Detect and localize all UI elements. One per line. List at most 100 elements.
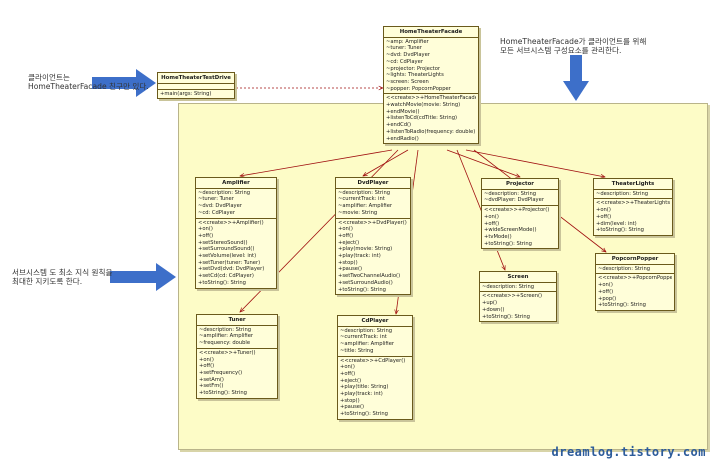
class-operation: <<create>>+DvdPlayer() <box>338 219 407 226</box>
attribute-compartment: ~description: String~amplifier: Amplifie… <box>197 326 277 349</box>
class-operation: <<create>>+TheaterLights() <box>596 200 670 207</box>
class-operation: <<create>>+Amplifier() <box>198 219 264 226</box>
class-operation: +play(track: int) <box>338 253 381 260</box>
class-operation: +setFm() <box>199 383 224 390</box>
class-operation: <<create>>+Screen() <box>482 293 543 300</box>
operation-compartment: <<create>>+Screen()+up()+down()+toString… <box>480 292 556 321</box>
class-attribute: ~popper: PopcornPopper <box>386 85 451 92</box>
class-operation: +eject() <box>338 239 360 246</box>
class-tuner[interactable]: Tuner~description: String~amplifier: Amp… <box>196 314 278 399</box>
class-operation: +toString(): String <box>340 411 388 418</box>
class-operation: +setAm() <box>199 376 224 383</box>
subsystem-note: 서브시스템 도 최소 지식 원칙을 최대한 지키도록 한다. <box>12 268 113 286</box>
class-operation: +on() <box>484 213 499 220</box>
class-attribute: ~amplifier: Amplifier <box>199 333 254 340</box>
class-attribute: ~description: String <box>598 265 651 272</box>
class-operation: +setTwoChannelAudio() <box>338 273 401 280</box>
class-hometheatertestdrive[interactable]: HomeTheaterTestDrive +main(args: String) <box>157 72 235 100</box>
class-operation: +pause() <box>338 266 363 273</box>
class-name: Amplifier <box>196 178 276 189</box>
class-attribute: ~tuner: Tuner <box>198 196 234 203</box>
class-operation: +toString(): String <box>484 240 532 247</box>
class-attribute: ~tuner: Tuner <box>386 45 422 52</box>
link-lights <box>465 149 605 177</box>
class-operation: +listenToCd(cdTitle: String) <box>386 115 458 122</box>
class-operation: <<create>>+Projector() <box>484 207 550 214</box>
operation-compartment: <<create>>+Tuner()+on()+off()+setFrequen… <box>197 349 277 398</box>
class-attribute: ~dvd: DvdPlayer <box>386 52 430 59</box>
class-operation: +endMovie() <box>386 108 420 115</box>
class-operation: +off() <box>340 370 356 377</box>
class-attribute: ~projector: Projector <box>386 65 441 72</box>
class-operation: +play(movie: String) <box>338 246 393 253</box>
class-operation: +off() <box>598 288 614 295</box>
class-attribute: ~description: String <box>338 189 391 196</box>
class-attribute: ~frequency: double <box>199 340 251 347</box>
class-attribute: ~movie: String <box>338 209 378 216</box>
class-operation: +toString(): String <box>199 390 247 397</box>
class-operation: +stop() <box>340 397 360 404</box>
class-attribute: ~description: String <box>484 190 537 197</box>
subsystem-note-arrow <box>110 263 176 291</box>
class-theaterlights[interactable]: TheaterLights~description: String <<creat… <box>593 178 673 236</box>
class-operation: <<create>>+PopcornPopper() <box>598 275 672 282</box>
attribute-compartment: ~description: String <box>596 265 674 275</box>
link-dvd <box>363 149 409 176</box>
class-dvdplayer[interactable]: DvdPlayer~description: String~currentTra… <box>335 177 411 296</box>
class-hometheaterfacade[interactable]: HomeTheaterFacade~amp: Amplifier~tuner: … <box>383 26 479 145</box>
class-operation: +off() <box>596 213 612 220</box>
class-amplifier[interactable]: Amplifier~description: String~tuner: Tun… <box>195 177 277 289</box>
class-popcornpopper[interactable]: PopcornPopper~description: String <<creat… <box>595 253 675 311</box>
operation-compartment: +main(args: String) <box>158 90 234 99</box>
link-projector <box>446 149 520 177</box>
class-attribute: ~description: String <box>340 327 393 334</box>
class-operation: +play(title: String) <box>340 384 389 391</box>
class-name: PopcornPopper <box>596 254 674 265</box>
operation-compartment: <<create>>+Projector()+on()+off()+wideSc… <box>482 206 558 248</box>
class-operation: +on() <box>338 226 353 233</box>
class-operation: +pause() <box>340 404 365 411</box>
class-name: CdPlayer <box>338 316 412 327</box>
attribute-compartment: ~description: String~tuner: Tuner~dvd: D… <box>196 189 276 219</box>
class-attribute: ~cd: CdPlayer <box>198 209 235 216</box>
class-attribute: ~description: String <box>199 326 252 333</box>
class-attribute: ~title: String <box>340 347 374 354</box>
class-attribute: ~amplifier: Amplifier <box>340 341 395 348</box>
class-attribute: ~cd: CdPlayer <box>386 58 423 65</box>
class-attribute: ~amp: Amplifier <box>386 38 429 45</box>
class-projector[interactable]: Projector~description: String~dvdPlayer:… <box>481 178 559 250</box>
class-operation: +setVolume(level: int) <box>198 253 257 260</box>
class-attribute: ~screen: Screen <box>386 78 429 85</box>
class-name: HomeTheaterTestDrive <box>158 73 234 84</box>
class-attribute: ~currentTrack: int <box>340 334 387 341</box>
class-operation: +endRadio() <box>386 135 419 142</box>
class-name: DvdPlayer <box>336 178 410 189</box>
class-operation: +on() <box>598 282 613 289</box>
class-attribute: ~currentTrack: int <box>338 196 385 203</box>
class-operation: +wideScreenMode() <box>484 227 537 234</box>
class-operation: +tvMode() <box>484 233 512 240</box>
class-operation: +setSurroundSound() <box>198 246 255 253</box>
link-amplifier <box>240 149 393 176</box>
class-operation: +toString(): String <box>338 286 386 293</box>
attribute-compartment: ~description: String~currentTrack: int~a… <box>336 189 410 219</box>
class-operation: +down() <box>482 306 505 313</box>
operation-compartment: <<create>>+CdPlayer()+on()+off()+eject()… <box>338 357 412 419</box>
class-operation: +setCd(cd: CdPlayer) <box>198 273 254 280</box>
class-operation: +listenToRadio(frequency: double) <box>386 128 476 135</box>
class-operation: +toString(): String <box>198 279 246 286</box>
class-attribute: ~dvdPlayer: DvdPlayer <box>484 197 544 204</box>
class-operation: +setDvd(dvd: DvdPlayer) <box>198 266 265 273</box>
class-name: TheaterLights <box>594 179 672 190</box>
class-screen[interactable]: Screen~description: String<<create>>+Scr… <box>479 271 557 323</box>
attribute-compartment: ~description: String~dvdPlayer: DvdPlaye… <box>482 190 558 207</box>
class-cdplayer[interactable]: CdPlayer~description: String~currentTrac… <box>337 315 413 420</box>
class-operation: +on() <box>340 364 355 371</box>
class-attribute: ~description: String <box>596 190 649 197</box>
class-operation: +on() <box>198 226 213 233</box>
operation-compartment: <<create>>+HomeTheaterFacade()+watchMovi… <box>384 94 478 143</box>
class-operation: +setSurroundAudio() <box>338 279 393 286</box>
class-operation: +pop() <box>598 295 617 302</box>
class-operation: +toString(): String <box>596 227 644 234</box>
